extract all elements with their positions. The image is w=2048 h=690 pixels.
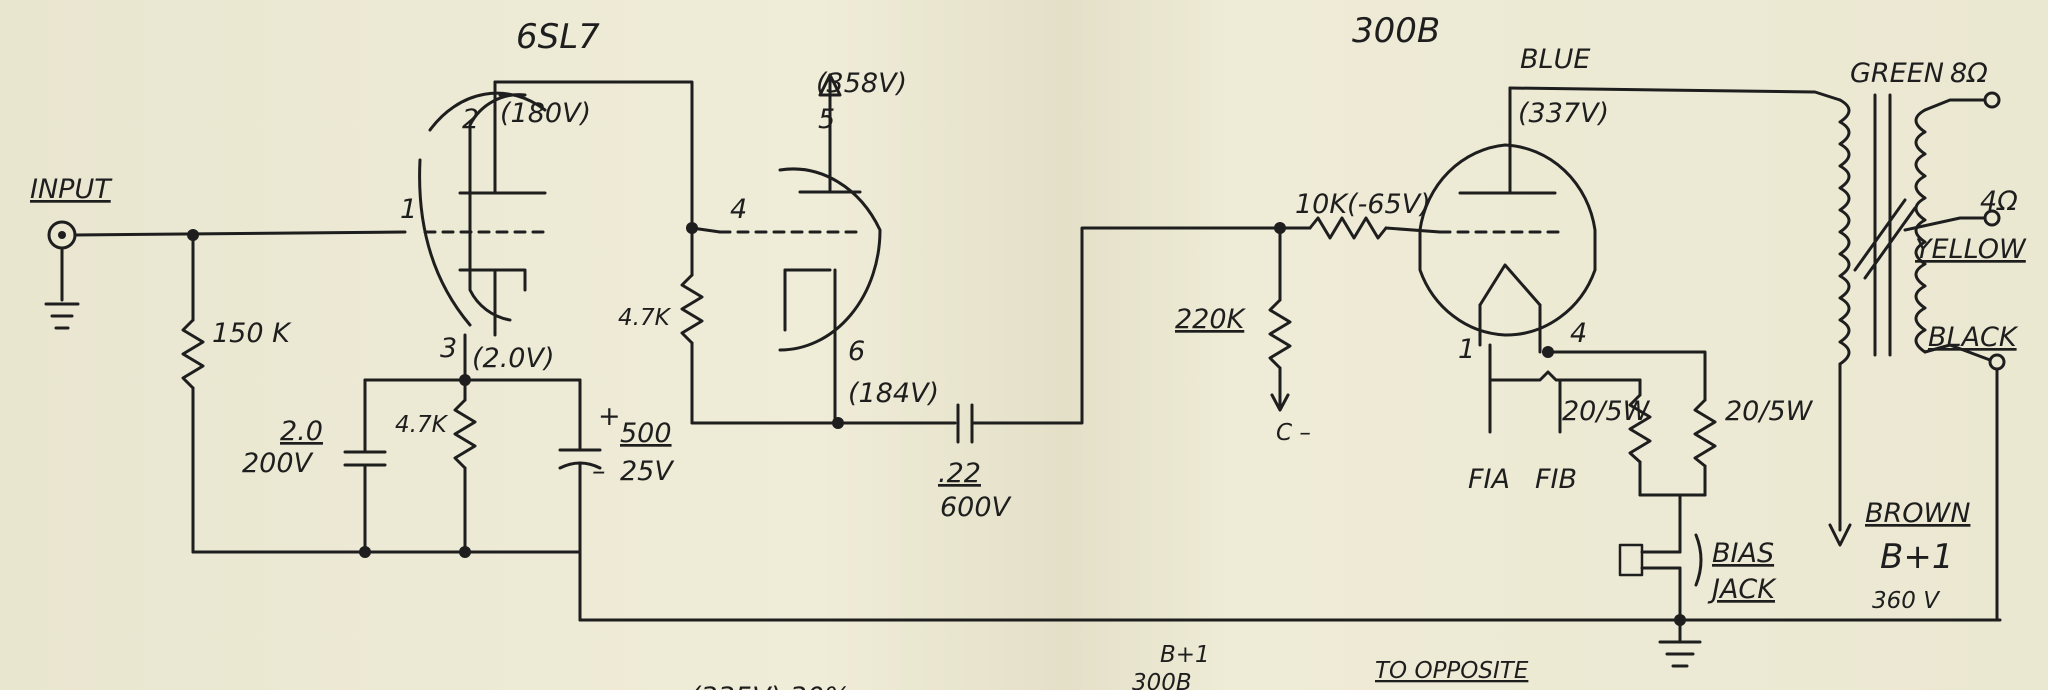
resistor-150k-label: 150 K [212, 318, 292, 349]
resistor-150k [181, 233, 205, 554]
yellow-wire-label: YELLOW [1915, 234, 2027, 265]
pin-4-label: 4 [730, 194, 747, 225]
pin-3-label: 3 [440, 333, 457, 364]
bias-jack-icon [1618, 533, 1703, 637]
cap-2uf-value: 2.0 [280, 416, 323, 447]
cap-500-value: 500 [620, 418, 672, 449]
blue-wire-label: BLUE [1520, 44, 1590, 75]
bias-jack-label-1: BIAS [1712, 538, 1774, 569]
resistor-220k [1268, 226, 1292, 412]
resistor-10k-label: 10K(-65V) [1295, 189, 1431, 220]
plate1-voltage: (180V) [500, 98, 591, 129]
input-label: INPUT [30, 174, 113, 205]
output-pin-4-label: 4 [1570, 318, 1587, 349]
input-wire [73, 230, 407, 237]
input-jack-icon [44, 220, 80, 330]
resistor-10k [1278, 216, 1442, 240]
resistor-4k7-cathode [453, 378, 477, 554]
cap-500-plus: + [598, 401, 621, 432]
cathode1-voltage: (2.0V) [472, 343, 554, 374]
ground-icon [1658, 633, 1702, 668]
resistor-fil-b [1693, 398, 1717, 497]
cap-022-value: .22 [938, 458, 981, 489]
resistor-4k7-grid [680, 226, 837, 425]
output-pin-1-label: 1 [1458, 334, 1475, 365]
footer-to-opposite: TO OPPOSITE [1375, 658, 1529, 684]
resistor-220k-label: 220K [1175, 304, 1247, 335]
footer-supply-tube: 300B [1132, 670, 1192, 690]
c-minus-label: C – [1276, 420, 1311, 446]
bias-jack-label-2: JACK [1707, 574, 1777, 605]
fil-b-label: FIB [1535, 464, 1577, 495]
cathode2-voltage: (184V) [848, 378, 939, 409]
cap-500-rating: 25V [620, 456, 675, 487]
capacitor-500uf [558, 378, 602, 622]
pin-5-label: 5 [818, 104, 835, 135]
footer-partial-text: (335V) 30% [690, 682, 850, 690]
plate2-voltage: (358V) [816, 68, 907, 99]
driver-tube-section-1 [418, 80, 547, 337]
cap-500-minus: – [592, 456, 606, 487]
driver-tube-section-2 [718, 73, 882, 427]
b-plus-label: B+1 [1880, 537, 1953, 577]
resistor-4k7-grid-label: 4.7K [618, 305, 672, 331]
cap-2uf-rating: 200V [242, 448, 315, 479]
driver-tube-label: 6SL7 [516, 17, 600, 57]
output-transformer [1828, 91, 2006, 622]
b-plus-voltage: 360 V [1872, 588, 1941, 614]
tap-8-ohm-label: 8Ω [1950, 58, 1988, 89]
pin-2-label: 2 [462, 104, 479, 135]
resistor-fil-a [1628, 378, 1652, 497]
pin-1-label: 1 [400, 194, 417, 225]
pin-6-label: 6 [848, 336, 865, 367]
tap-4-ohm-label: 4Ω [1980, 186, 2018, 217]
output-plate-voltage: (337V) [1518, 98, 1609, 129]
output-tube-label: 300B [1352, 11, 1440, 51]
green-wire-label: GREEN [1850, 58, 1944, 89]
brown-wire-label: BROWN [1865, 498, 1970, 529]
fil-a-label: FIA [1468, 464, 1510, 495]
capacitor-2uf [343, 378, 387, 554]
output-tube [1418, 86, 1597, 354]
cap-022-rating: 600V [940, 492, 1013, 523]
capacitor-022 [836, 226, 1282, 444]
footer-supply-label: B+1 [1160, 642, 1210, 668]
resistor-fil-b-label: 20/5W [1725, 396, 1814, 427]
resistor-4k7-cathode-label: 4.7K [395, 412, 449, 438]
black-wire-label: BLACK [1928, 322, 2019, 353]
resistor-fil-a-label: 20/5W [1562, 396, 1651, 427]
